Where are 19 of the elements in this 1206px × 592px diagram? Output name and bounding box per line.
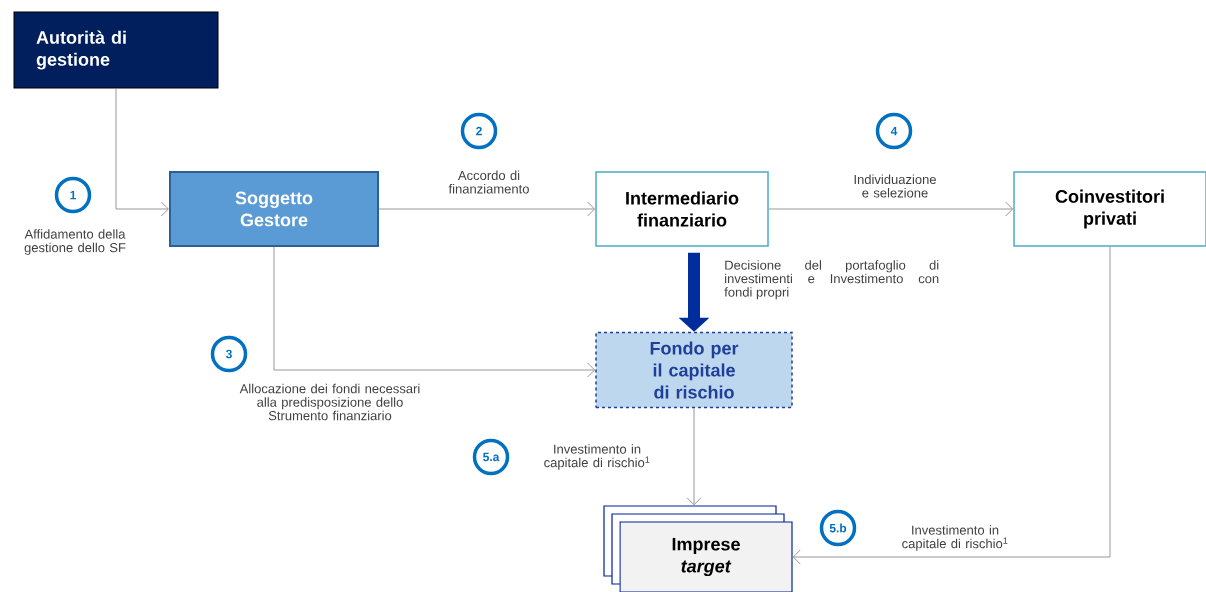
arrow [686,407,702,506]
entity-box: Intermediario finanziario [595,171,769,247]
arrow [115,88,169,217]
edge-label: Investimento in capitale di rischio$^{1}$ [902,525,1008,551]
edge-label: Allocazione dei fondi necessari alla predisposizione dello Strumento finanziario [239,383,420,421]
edge-label: Individuazione e selezione [854,174,936,198]
arrow [378,201,596,217]
fund-box: Fondo per il capitale di rischio [595,331,793,409]
manager-box: Soggetto Gestore [169,171,379,247]
edge-label: Decisione del portafoglio di investimenti e Investimento con fondi propri [724,260,939,300]
arrow [768,201,1014,217]
edge-label: Investimento in capitale di rischio$^{1}$ [544,444,650,470]
edge-label: Accordo di finanziamento [448,170,529,194]
authority-box: Autorità di gestione [13,11,219,89]
arrow [273,246,596,378]
edge-label: Affidamento della gestione dello SF [24,229,126,255]
arrow [792,246,1111,565]
entity-box: Coinvestitori privati [1013,171,1206,247]
stacked-pages-box: Imprese target [603,505,793,592]
